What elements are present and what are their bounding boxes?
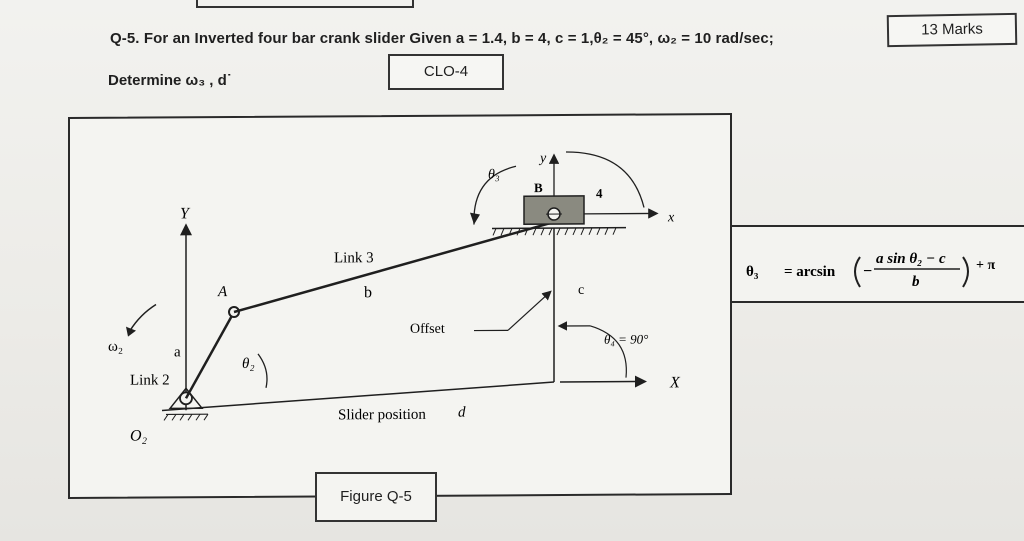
eq-lhs: θ₃ (746, 264, 759, 280)
label-theta2: θ₂ (242, 356, 255, 372)
y-axis-label: Y (180, 205, 191, 222)
label-d: d (458, 405, 466, 421)
eq-plus-pi: + π (976, 258, 995, 273)
figure-caption: Figure Q-5 (315, 472, 437, 522)
label-offset: Offset (410, 322, 445, 337)
eq-left-paren (854, 256, 861, 288)
top-box-edge (196, 0, 414, 8)
label-a: a (174, 344, 181, 360)
o2-ground-pivot (168, 387, 204, 410)
label-link3: Link 3 (334, 250, 374, 266)
theta3-arrowhead (470, 212, 480, 225)
local-x-label: x (667, 210, 675, 225)
theta3-arc-right (565, 151, 645, 208)
label-theta3: θ₃ (488, 167, 500, 182)
x-axis-line (560, 375, 647, 388)
local-y-label: y (538, 151, 547, 166)
label-four: 4 (596, 186, 603, 201)
theta2-arc (257, 353, 268, 388)
label-link2: Link 2 (130, 372, 170, 388)
question-line: Q-5. For an Inverted four bar crank slid… (110, 30, 774, 47)
label-theta4: θ₄ = 90° (604, 331, 648, 346)
marks-box: 13 Marks (886, 12, 1018, 48)
label-omega2: ω₂ (108, 339, 123, 355)
label-b: b (364, 284, 372, 301)
figure-box: Y X O₂ A a Link 2 ω₂ θ₂ Link 3 b (68, 112, 732, 500)
link3-coupler (233, 220, 555, 314)
question-given: a = 1.4, b = 4, c = 1,θ₂ = 45°, ω₂ = 10 … (455, 30, 774, 47)
equation-svg: θ₃ = arcsin − a sin θ₂ − c b + π (746, 251, 995, 290)
determine-line: Determine ω₃ , d˙ (108, 72, 232, 89)
x-axis-label: X (669, 374, 681, 391)
slider-ground-line (492, 226, 626, 230)
o2-label: O₂ (130, 428, 148, 445)
eq-right-paren (962, 256, 969, 288)
eq-denominator: b (912, 274, 920, 290)
ground-line (161, 381, 555, 412)
slider-hatch (492, 227, 617, 236)
label-B: B (534, 180, 543, 195)
label-slider-position: Slider position (338, 407, 426, 424)
question-number: Q-5. (110, 30, 140, 47)
link2-crank (184, 311, 236, 399)
eq-minus: − (863, 263, 872, 280)
eq-arcsin: = arcsin (784, 264, 836, 280)
label-c: c (578, 283, 584, 298)
question-text: For an Inverted four bar crank slider Gi… (143, 30, 452, 47)
o2-hatch (163, 413, 209, 421)
equation-box: θ₃ = arcsin − a sin θ₂ − c b + π (718, 225, 1024, 303)
label-A: A (217, 284, 228, 300)
eq-numerator: a sin θ₂ − c (876, 251, 946, 267)
offset-leader-arrow (507, 290, 552, 331)
mechanism-diagram: Y X O₂ A a Link 2 ω₂ θ₂ Link 3 b (108, 151, 681, 445)
theta4-arc (589, 325, 627, 378)
omega2-arrow-arc (129, 303, 157, 332)
clo-box: CLO-4 (388, 54, 504, 90)
omega2-arrowhead (126, 326, 136, 337)
